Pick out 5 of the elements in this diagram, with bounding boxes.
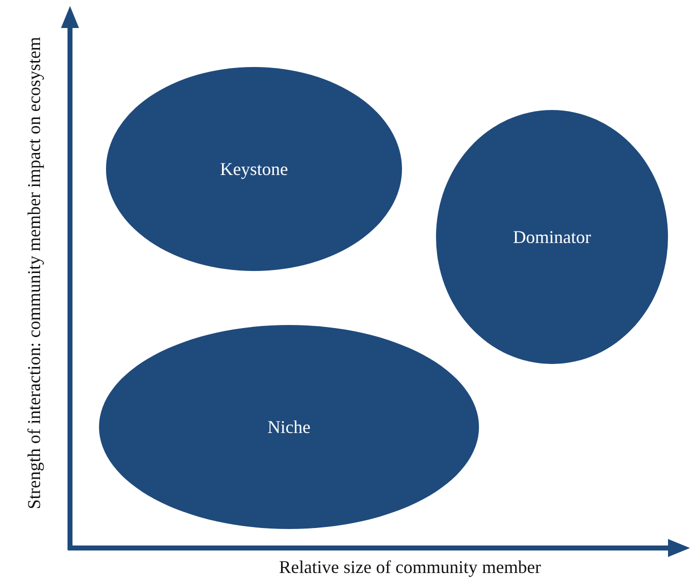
x-axis-label: Relative size of community member	[278, 557, 542, 578]
y-axis-label: Strength of interaction: community member impact on ecosystem	[23, 36, 45, 512]
ellipse-label: Keystone	[220, 158, 288, 180]
ellipse-label: Niche	[268, 416, 310, 438]
ellipse-label: Dominator	[513, 226, 591, 248]
